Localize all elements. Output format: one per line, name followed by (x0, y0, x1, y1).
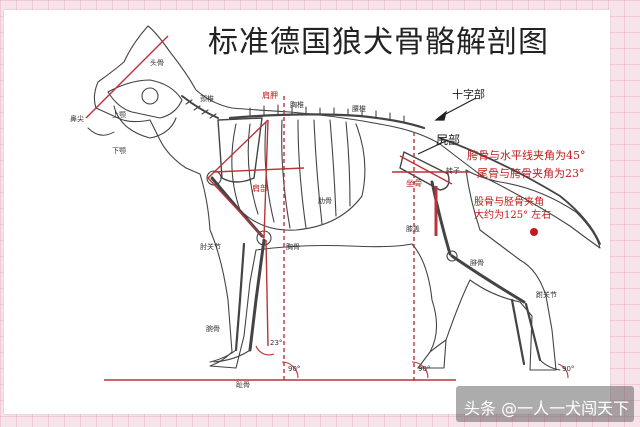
angle-90-hock: 90° (562, 365, 575, 373)
annotation-femur-value: 大约为125° 左右 (474, 210, 552, 221)
label-carpus: 腕骨 (206, 325, 220, 333)
label-cervical: 颈椎 (200, 95, 214, 103)
annotation-tail-angle: 尾骨与胯骨夹角为23° (477, 167, 585, 180)
marker-dot (530, 228, 538, 236)
angle-90-rear: 90° (418, 365, 431, 373)
label-sternum: 胸骨 (286, 243, 300, 251)
label-ribs: 肋骨 (318, 197, 332, 205)
angle-90-front: 90° (288, 365, 301, 373)
watermark-text: 头条 @一人一犬闯天下 (464, 399, 630, 418)
watermark-badge: 头条 @一人一犬闯天下 (456, 386, 634, 422)
label-skull: 头骨 (150, 59, 164, 67)
label-jiazhu: 肩胛 (262, 91, 278, 100)
label-lower-jaw: 下颚 (112, 147, 126, 155)
label-knee: 膝盖 (406, 225, 420, 233)
label-trochanter: 转子 (446, 167, 460, 175)
label-shizibu: 十字部 (452, 88, 485, 101)
label-elbow: 肘关节 (200, 243, 221, 251)
annotation-pelvis-angle: 胯骨与水平线夹角为45° (467, 149, 586, 162)
label-kuanbu: 尻部 (436, 133, 461, 147)
label-nose: 鼻尖 (70, 115, 84, 123)
annotation-femur-angle: 股骨与胫骨夹角 (474, 197, 544, 208)
label-thoracic: 胸椎 (290, 101, 304, 109)
label-upper-jaw: 上颚 (112, 111, 126, 119)
page-title: 标准德国狼犬骨骼解剖图 (208, 25, 549, 60)
label-fibula: 腓骨 (470, 259, 484, 267)
label-lumbar: 腰椎 (352, 105, 366, 113)
angle-23: 23° (270, 339, 283, 347)
label-toes: 趾骨 (236, 381, 250, 389)
label-jiaobu: 肩部 (252, 184, 268, 193)
dog-outline (93, 25, 601, 371)
label-hock: 跗关节 (536, 291, 557, 299)
label-gufen: 坐骨 (406, 179, 422, 188)
